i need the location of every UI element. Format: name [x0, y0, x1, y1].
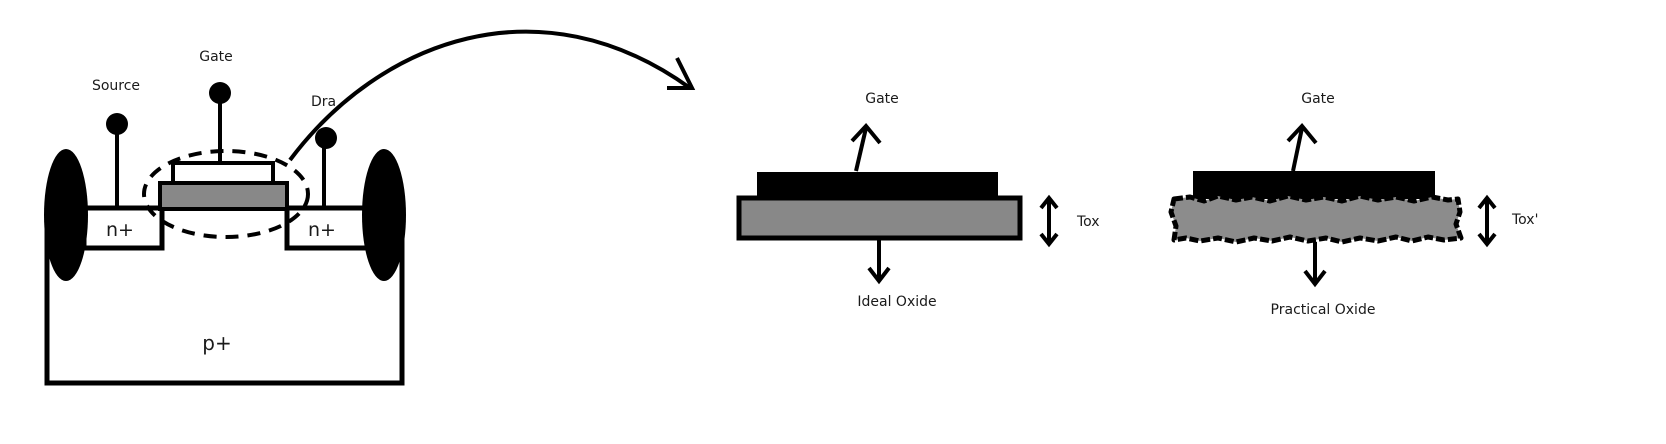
source-label: Source	[92, 78, 140, 94]
ideal-gate-arrow-head	[850, 122, 882, 145]
ideal-oxide-label: Ideal Oxide	[857, 294, 936, 310]
ideal-thickness-arrow	[1039, 194, 1059, 248]
practical-oxide-label: Practical Oxide	[1271, 302, 1376, 318]
ideal-oxide-arrow-head	[867, 266, 891, 285]
zoom-arrow	[288, 29, 696, 162]
practical-gate-electrode	[1193, 171, 1435, 199]
gate-oxide	[158, 181, 289, 211]
right-isolation-oval	[362, 149, 406, 281]
source-n-region	[81, 205, 165, 251]
practical-gate-arrow-line	[1291, 127, 1304, 172]
zoom-arrow-curve	[288, 29, 692, 162]
ideal-oxide-figure: Gate Ideal Oxide Tox	[736, 91, 1100, 310]
gate-label: Gate	[199, 49, 233, 65]
drain-terminal	[315, 127, 337, 149]
gate-electrode	[171, 161, 275, 185]
practical-oxide-arrow-head	[1303, 269, 1327, 288]
drain-region-label: n+	[308, 219, 336, 241]
ideal-oxide-layer	[736, 195, 1023, 241]
practical-gate-label: Gate	[1301, 91, 1335, 107]
practical-oxide-figure: Gate Practical Oxide Tox'	[1168, 91, 1538, 318]
practical-thickness-label: Tox'	[1511, 212, 1538, 228]
ideal-gate-electrode	[757, 172, 998, 199]
practical-gate-arrow-head	[1286, 122, 1318, 145]
ideal-gate-label: Gate	[865, 91, 899, 107]
zoom-arrow-head	[667, 57, 696, 90]
ideal-gate-arrow-line	[854, 127, 868, 172]
gate-terminal	[209, 82, 231, 104]
oxide-highlight-ellipse	[142, 149, 310, 239]
substrate-label: p+	[202, 331, 231, 355]
left-isolation-oval	[44, 149, 88, 281]
source-terminal	[106, 113, 128, 135]
source-region-label: n+	[106, 219, 134, 241]
practical-thickness-arrow	[1477, 194, 1497, 248]
ideal-thickness-label: Tox	[1076, 214, 1100, 230]
practical-oxide-layer	[1168, 193, 1464, 245]
mosfet-cross-section: p+ n+ n+ Source Gate Drain	[44, 49, 406, 386]
